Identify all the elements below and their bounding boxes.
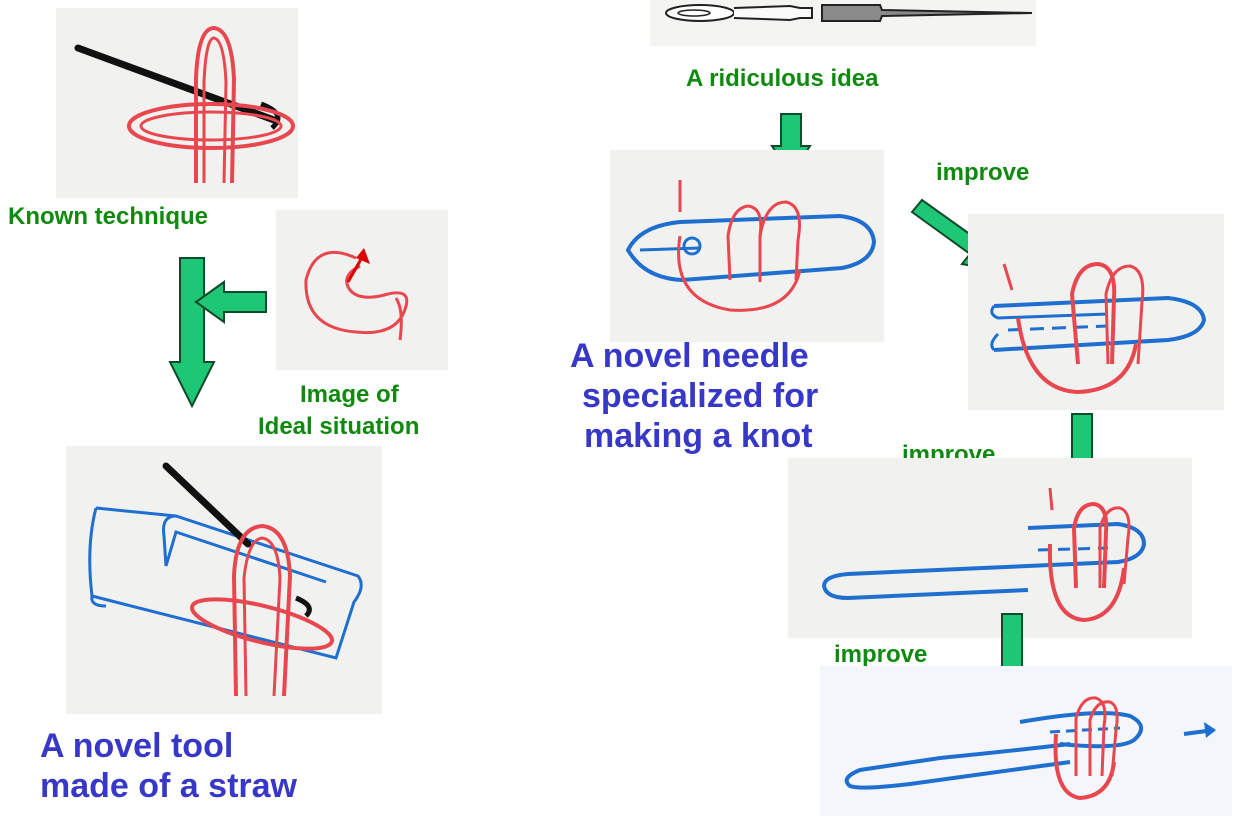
straw-tool-label-1: A novel tool [40,727,234,765]
straw-tool-label-2: made of a straw [40,767,297,805]
ideal-situation-label-2: Ideal situation [258,413,420,440]
straw-tool-image [88,462,363,697]
improved-needle-sketch-2 [788,458,1192,638]
novel-needle-sketch [610,150,884,342]
novel-needle-label-3: making a knot [584,417,813,455]
novel-needle-image [625,180,877,312]
ideal-loop-image [304,248,409,341]
ridiculous-idea-label: A ridiculous idea [686,65,879,92]
improve-label-1: improve [936,159,1030,186]
needle-photo [665,4,1033,22]
ideal-situation-label-1: Image of [300,381,399,408]
improved-needle-sketch-1 [968,214,1224,410]
ridiculous-needle-image [650,0,1036,46]
improved-needle-image-2 [821,487,1147,623]
known-technique-sketch [56,8,298,198]
left-arrow-icon [194,280,267,324]
improved-needle-image-3 [844,696,1216,801]
down-arrow-icon [168,257,216,409]
improved-needle-image-1 [990,261,1207,395]
straw-tool-sketch [66,446,382,714]
knot-sketch-image [74,25,295,184]
improve-label-3: improve [834,641,928,668]
improved-needle-sketch-3 [820,666,1232,816]
novel-needle-label-2: specialized for [582,377,819,415]
novel-needle-label-1: A novel needle [570,337,809,375]
known-technique-label: Known technique [8,203,208,230]
ideal-situation-sketch [276,210,448,370]
